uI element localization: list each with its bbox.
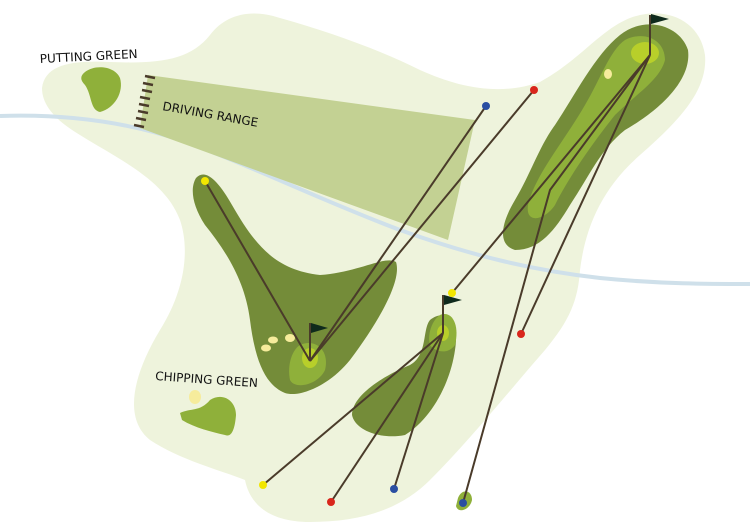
hole-3-red-line [520, 54, 651, 335]
sand-bunker [604, 69, 612, 79]
tee-yellow[interactable] [259, 481, 267, 489]
putting-green [81, 67, 121, 112]
chipping-sand-bunker [189, 390, 201, 404]
hole-1 [192, 86, 538, 395]
hole-3-blue-line [462, 54, 651, 504]
sand-bunker [261, 344, 271, 352]
sand-bunker [268, 336, 278, 344]
range-tee-line [133, 74, 156, 129]
putting-green-label: PUTTING GREEN [39, 47, 137, 66]
flag-icon [651, 14, 669, 24]
hole-2-blue-line [393, 332, 444, 490]
tee-blue[interactable] [459, 499, 467, 507]
flag-icon [444, 295, 462, 305]
tee-red[interactable] [517, 330, 525, 338]
hole-2-fairway [352, 315, 456, 437]
hole-1-red-line [309, 89, 535, 362]
tee-red[interactable] [327, 498, 335, 506]
tee-blue[interactable] [390, 485, 398, 493]
driving-range [140, 75, 475, 240]
hole-1-yellow-line [204, 180, 311, 362]
flag-icon [311, 323, 328, 333]
hole-2-yellow-line [262, 332, 444, 486]
tee-blue[interactable] [482, 102, 490, 110]
tee-red[interactable] [530, 86, 538, 94]
hole-3-pin-area [631, 42, 659, 64]
chipping-green [180, 396, 236, 436]
hole-3-yellow-line [451, 54, 651, 294]
hole-1-blue-line [309, 105, 487, 362]
tee-yellow[interactable] [448, 289, 456, 297]
hole-2-red-line [330, 332, 444, 503]
hole-1-fairway [192, 174, 397, 395]
hole-2 [259, 295, 462, 506]
sand-bunker [285, 334, 295, 342]
tee-yellow[interactable] [201, 177, 209, 185]
hole-3 [448, 14, 689, 511]
